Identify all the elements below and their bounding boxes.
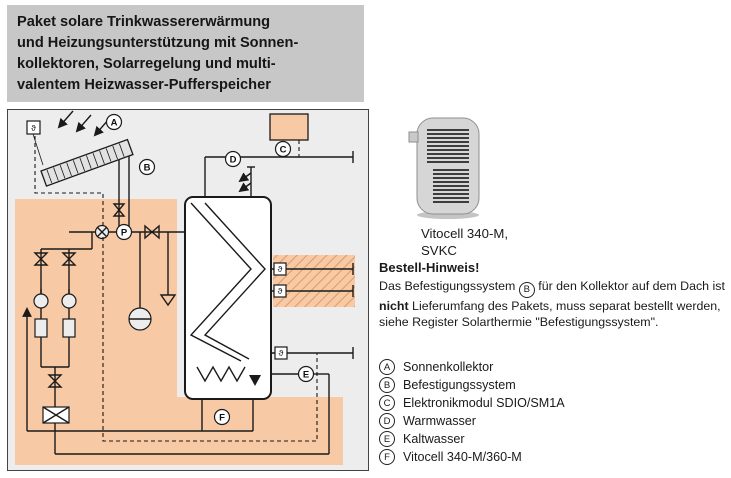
valve xyxy=(61,252,77,266)
badge-a-label: A xyxy=(111,118,118,129)
note-text-3: Lieferumfang des Pakets, muss separat be… xyxy=(379,298,721,329)
buffer-tank xyxy=(184,196,272,400)
sensor-symbol: ϑ xyxy=(278,286,283,296)
gauge xyxy=(61,293,77,309)
badge-f xyxy=(213,408,231,426)
product-image xyxy=(405,114,500,227)
tank-inner-wall xyxy=(203,202,266,360)
sensor-symbol: ϑ xyxy=(279,348,284,358)
legend-label-e: Kaltwasser xyxy=(403,432,465,446)
tap-arrow xyxy=(238,182,252,193)
tank-body xyxy=(416,117,480,215)
legend-badge-a: A xyxy=(379,359,395,375)
right-connections: ϑ ϑ ϑ xyxy=(271,262,354,360)
drain-funnel xyxy=(159,294,177,307)
legend-label-c: Elektronikmodul SDIO/SM1A xyxy=(403,396,565,410)
sensor-symbol: ϑ xyxy=(278,264,283,274)
badge-p xyxy=(115,223,133,241)
product-caption-line-2: SVKC xyxy=(421,243,457,258)
sensor-cables xyxy=(34,136,318,442)
legend-item-e: E Kaltwasser xyxy=(379,430,565,448)
valve xyxy=(47,374,63,388)
legend-badge-e: E xyxy=(379,431,395,447)
temp-sensor xyxy=(273,284,287,298)
bottom-pipes xyxy=(27,373,330,455)
legend-badge-b: B xyxy=(379,377,395,393)
legend-item-d: D Warmwasser xyxy=(379,412,565,430)
badge-p-label: P xyxy=(121,228,128,239)
legend-item-f: F Vitocell 340-M/360-M xyxy=(379,448,565,466)
badge-c-label: C xyxy=(280,145,287,156)
electronic-module xyxy=(269,113,309,141)
legend-label-b: Befestigungssystem xyxy=(403,378,516,392)
solar-circuit-pipes xyxy=(69,156,185,331)
temp-sensor xyxy=(274,346,288,360)
legend-item-a: A Sonnenkollektor xyxy=(379,358,565,376)
product-caption-line-1: Vitocell 340-M, xyxy=(421,226,508,241)
note-heading: Bestell-Hinweis! xyxy=(379,260,480,275)
note-bold-word: nicht xyxy=(379,298,409,313)
title-line-3: kollektoren, Solarregelung und multi- xyxy=(17,56,276,72)
badge-b xyxy=(138,158,156,176)
title-box: Paket solare Trinkwassererwärmung und He… xyxy=(7,5,364,102)
legend-label-a: Sonnenkollektor xyxy=(403,360,494,374)
title-line-2: und Heizungsunterstützung mit Sonnen- xyxy=(17,35,299,51)
badge-d xyxy=(224,150,242,168)
badge-f-label: F xyxy=(219,413,225,424)
temp-sensor xyxy=(273,262,287,276)
badge-b-label: B xyxy=(144,163,151,174)
scheme-svg: ϑ xyxy=(7,109,369,471)
top-connections xyxy=(204,113,354,197)
tap-arrow xyxy=(238,172,252,183)
badge-c xyxy=(274,140,292,158)
air-vent-valve xyxy=(112,203,126,217)
legend-badge-f: F xyxy=(379,449,395,465)
tank-coils xyxy=(427,129,469,203)
title-line-1: Paket solare Trinkwassererwärmung xyxy=(17,14,271,30)
collector-sensor-symbol: ϑ xyxy=(31,123,36,133)
legend-badge-d: D xyxy=(379,413,395,429)
product-caption: Vitocell 340-M, SVKC xyxy=(421,225,508,259)
note-paragraph: Das Befestigungssystem B für den Kollekt… xyxy=(379,278,726,330)
solar-station xyxy=(22,232,93,454)
badge-a xyxy=(105,113,123,131)
legend-label-d: Warmwasser xyxy=(403,414,476,428)
note-text-2: für den Kollektor auf dem Dach ist xyxy=(534,279,725,293)
tank-illustration xyxy=(408,117,480,219)
gauge xyxy=(33,293,49,309)
hydraulic-scheme: ϑ xyxy=(7,109,369,471)
flow-meter xyxy=(62,318,76,338)
solar-coil xyxy=(196,365,246,383)
tank-inner-wall xyxy=(189,202,252,362)
legend-badge-c: C xyxy=(379,395,395,411)
badge-d-label: D xyxy=(230,155,237,166)
legend-label-f: Vitocell 340-M/360-M xyxy=(403,450,522,464)
flow-meter xyxy=(34,318,48,338)
badge-e xyxy=(297,365,315,383)
title-line-4: valentem Heizwasser-Pufferspeicher xyxy=(17,77,271,93)
collector-sensor xyxy=(26,120,41,135)
valve xyxy=(33,252,49,266)
legend-item-b: B Befestigungssystem xyxy=(379,376,565,394)
solar-collector: ϑ xyxy=(26,110,134,187)
note-text-1: Das Befestigungssystem xyxy=(379,279,519,293)
diagram-badges: A B C D E F P xyxy=(105,113,315,426)
legend-item-c: C Elektronikmodul SDIO/SM1A xyxy=(379,394,565,412)
note-badge-b: B xyxy=(518,281,535,298)
tank-symbol xyxy=(249,375,261,386)
shutoff-valve xyxy=(144,224,160,240)
legend: A Sonnenkollektor B Befestigungssystem C… xyxy=(379,358,565,466)
badge-e-label: E xyxy=(303,370,309,381)
tank-fitting xyxy=(408,131,419,143)
